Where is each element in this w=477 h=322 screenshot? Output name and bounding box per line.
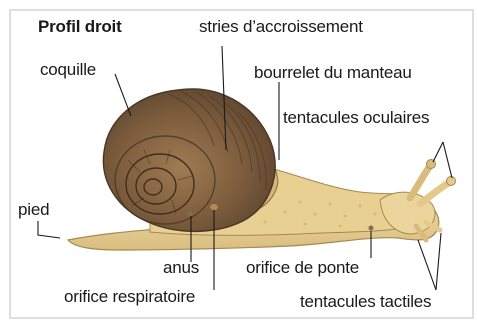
figure-title: Profil droit <box>38 17 122 37</box>
eye-front <box>447 177 456 186</box>
label-anus: anus <box>163 258 199 278</box>
genital-orifice <box>369 226 374 231</box>
label-pied: pied <box>18 200 49 220</box>
label-coquille: coquille <box>40 60 96 80</box>
label-tentacules-tactiles: tentacules tactiles <box>300 292 431 312</box>
label-stries: stries d’accroissement <box>199 17 363 37</box>
label-tentacules-oculaires: tentacules oculaires <box>283 108 429 128</box>
label-bourrelet: bourrelet du manteau <box>254 63 412 83</box>
label-orifice-ponte: orifice de ponte <box>246 258 359 278</box>
respiratory-orifice <box>210 204 219 211</box>
ocular-tentacle-back <box>410 166 430 198</box>
anus-dot <box>188 212 193 217</box>
ocular-tentacle-front <box>420 182 450 204</box>
label-orifice-respiratoire: orifice respiratoire <box>64 287 195 307</box>
